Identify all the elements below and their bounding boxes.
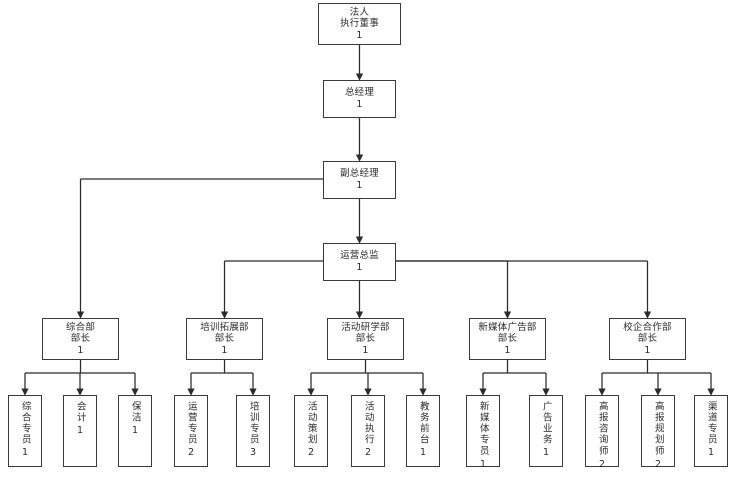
node-label: 新媒体专员 bbox=[477, 401, 489, 457]
node-label: 运营总监 bbox=[340, 250, 379, 262]
node-label: 综合部 bbox=[65, 321, 96, 333]
node-label: 高报规划师 bbox=[652, 401, 664, 457]
node-label: 校企合作部 bbox=[623, 321, 672, 333]
node-label: 副总经理 bbox=[340, 168, 379, 180]
node-headcount: 2 bbox=[307, 447, 315, 459]
node-headcount: 1 bbox=[707, 447, 715, 459]
node-label: 部长 bbox=[497, 333, 518, 345]
node-label: 活动研学部 bbox=[341, 321, 390, 333]
node-headcount: 3 bbox=[249, 447, 257, 459]
node-label: 培训专员 bbox=[247, 401, 259, 446]
node-headcount: 1 bbox=[479, 458, 487, 470]
node-label: 保洁 bbox=[129, 401, 141, 424]
node-label: 执行董事 bbox=[340, 18, 379, 30]
node-headcount: 1 bbox=[76, 425, 84, 437]
node-label: 部长 bbox=[214, 333, 235, 345]
node-label: 总经理 bbox=[344, 87, 375, 99]
node-label: 综合专员 bbox=[19, 401, 31, 446]
node-label: 新媒体广告部 bbox=[478, 321, 537, 333]
node-headcount: 1 bbox=[504, 344, 511, 356]
node-headcount: 1 bbox=[356, 180, 363, 191]
node-headcount: 1 bbox=[356, 29, 363, 41]
node-label: 教务前台 bbox=[417, 401, 429, 446]
node-label: 部长 bbox=[637, 333, 658, 345]
node-label: 培训拓展部 bbox=[200, 321, 249, 333]
node-label: 法人 bbox=[349, 6, 370, 18]
node-headcount: 1 bbox=[362, 344, 369, 356]
node-headcount: 2 bbox=[187, 447, 195, 459]
node-label: 部长 bbox=[355, 333, 376, 345]
node-headcount: 1 bbox=[131, 425, 139, 437]
node-label: 会计 bbox=[74, 401, 86, 424]
node-label: 活动策划 bbox=[305, 401, 317, 446]
node-headcount: 1 bbox=[21, 447, 29, 459]
node-headcount: 1 bbox=[542, 447, 550, 459]
node-headcount: 1 bbox=[644, 344, 651, 356]
node-label: 活动执行 bbox=[362, 401, 374, 446]
node-label: 运营专员 bbox=[185, 401, 197, 446]
node-label: 渠道专员 bbox=[705, 401, 717, 446]
node-headcount: 1 bbox=[356, 99, 363, 110]
node-headcount: 2 bbox=[654, 458, 662, 470]
node-headcount: 2 bbox=[598, 458, 606, 470]
node-headcount: 1 bbox=[419, 447, 427, 459]
node-label: 部长 bbox=[70, 333, 91, 345]
node-headcount: 2 bbox=[364, 447, 372, 459]
node-headcount: 1 bbox=[356, 262, 363, 273]
node-headcount: 1 bbox=[77, 344, 84, 356]
node-label: 广告业务 bbox=[540, 401, 552, 446]
node-headcount: 1 bbox=[221, 344, 228, 356]
node-label: 高报咨询师 bbox=[596, 401, 608, 457]
